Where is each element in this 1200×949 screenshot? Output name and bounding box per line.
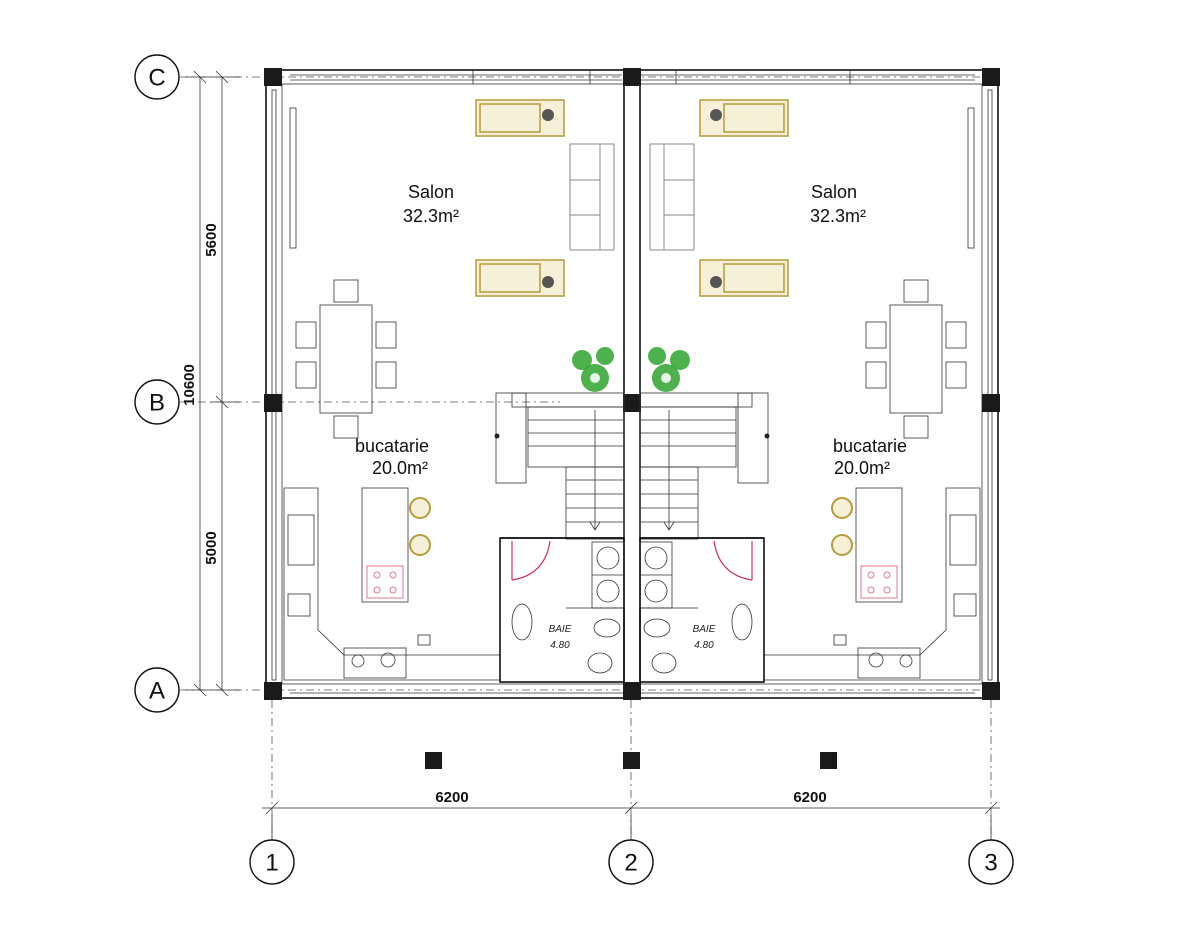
column bbox=[623, 68, 641, 86]
row-axis-c: C bbox=[134, 54, 180, 100]
armchair bbox=[475, 259, 565, 297]
col-axis-1: 1 bbox=[249, 815, 295, 885]
axis-label-3: 3 bbox=[984, 850, 997, 877]
armchair bbox=[699, 259, 789, 297]
oven-icon bbox=[953, 593, 977, 617]
bar-stools bbox=[409, 497, 431, 556]
column bbox=[264, 68, 282, 86]
lamp-icon bbox=[542, 276, 554, 288]
armchair bbox=[475, 99, 565, 137]
terrace-post bbox=[623, 752, 640, 769]
room-name-salon: Salon bbox=[811, 182, 857, 202]
washbasin-icon bbox=[643, 618, 671, 638]
sofa bbox=[569, 143, 615, 251]
column bbox=[982, 394, 1000, 412]
col-axis-2: 2 bbox=[608, 815, 654, 885]
sink-icon bbox=[857, 647, 921, 679]
column bbox=[623, 682, 641, 700]
room-area-salon: 32.3m² bbox=[810, 206, 866, 226]
terrace-post bbox=[820, 752, 837, 769]
oven-icon bbox=[287, 593, 311, 617]
room-name-baie: BAIE bbox=[693, 624, 716, 635]
unit-right: Salon 32.3m² bucatarie 20.0m² bbox=[639, 99, 981, 683]
terrace-post bbox=[425, 752, 442, 769]
toilet-icon bbox=[731, 603, 753, 641]
room-name-salon: Salon bbox=[408, 182, 454, 202]
dimension-lower-span: 5000 bbox=[203, 531, 220, 564]
room-area-salon: 32.3m² bbox=[403, 206, 459, 226]
lamp-icon bbox=[710, 109, 722, 121]
room-name-baie: BAIE bbox=[549, 624, 572, 635]
axis-bubble bbox=[134, 54, 180, 100]
sink-icon bbox=[343, 647, 407, 679]
stove-icon bbox=[366, 565, 404, 599]
dimension-total-height: 10600 bbox=[181, 364, 198, 406]
col-axis-3: 3 bbox=[968, 815, 1014, 885]
axis-bubble bbox=[134, 667, 180, 713]
staircase bbox=[639, 392, 770, 540]
axis-label-a: A bbox=[149, 678, 165, 705]
bar-stools bbox=[831, 497, 853, 556]
structural-columns bbox=[264, 68, 1000, 769]
kitchen-counter bbox=[763, 487, 981, 681]
bathroom: BAIE 4.80 bbox=[639, 537, 765, 683]
door-swing bbox=[713, 540, 753, 581]
kitchen-island bbox=[361, 487, 409, 603]
stove-icon bbox=[860, 565, 898, 599]
lamp-icon bbox=[710, 276, 722, 288]
room-name-bucatarie: bucatarie bbox=[833, 436, 907, 456]
row-axis-b: B bbox=[134, 379, 180, 425]
unit-left: Salon 32.3m² bucatarie 20.0m² bbox=[283, 99, 625, 683]
axis-bubble bbox=[134, 379, 180, 425]
room-area-bucatarie: 20.0m² bbox=[372, 458, 428, 478]
bathroom: BAIE 4.80 bbox=[499, 537, 625, 683]
horizontal-dimensions: 6200 6200 bbox=[262, 789, 1000, 815]
row-axis-a: A bbox=[134, 667, 180, 713]
column bbox=[264, 682, 282, 700]
toilet-icon bbox=[511, 603, 533, 641]
column bbox=[982, 682, 1000, 700]
door-swing bbox=[511, 540, 551, 581]
dining-table bbox=[865, 279, 967, 439]
dimension-right-width: 6200 bbox=[793, 789, 826, 806]
column bbox=[982, 68, 1000, 86]
washbasin-icon bbox=[593, 618, 621, 638]
kitchen-island bbox=[855, 487, 903, 603]
dining-table bbox=[295, 279, 397, 439]
axis-label-2: 2 bbox=[624, 850, 637, 877]
axis-label-c: C bbox=[148, 65, 165, 92]
dimension-left-width: 6200 bbox=[435, 789, 468, 806]
axis-label-b: B bbox=[149, 390, 165, 417]
kitchen-counter bbox=[283, 487, 501, 681]
plant-icon bbox=[572, 347, 614, 392]
dimension-upper-span: 5600 bbox=[203, 223, 220, 256]
room-name-bucatarie: bucatarie bbox=[355, 436, 429, 456]
lamp-icon bbox=[542, 109, 554, 121]
column bbox=[623, 394, 641, 412]
axis-bubble bbox=[968, 839, 1014, 885]
grid-lines bbox=[180, 76, 1000, 835]
plant-icon bbox=[648, 347, 690, 392]
room-area-bucatarie: 20.0m² bbox=[834, 458, 890, 478]
axis-label-1: 1 bbox=[265, 850, 278, 877]
staircase bbox=[494, 392, 625, 540]
column bbox=[264, 394, 282, 412]
armchair bbox=[699, 99, 789, 137]
axis-bubble bbox=[608, 839, 654, 885]
sofa bbox=[649, 143, 695, 251]
vertical-dimensions: 10600 5600 5000 bbox=[181, 70, 240, 697]
room-area-baie: 4.80 bbox=[550, 640, 570, 651]
room-area-baie: 4.80 bbox=[694, 640, 714, 651]
axis-bubble bbox=[249, 839, 295, 885]
